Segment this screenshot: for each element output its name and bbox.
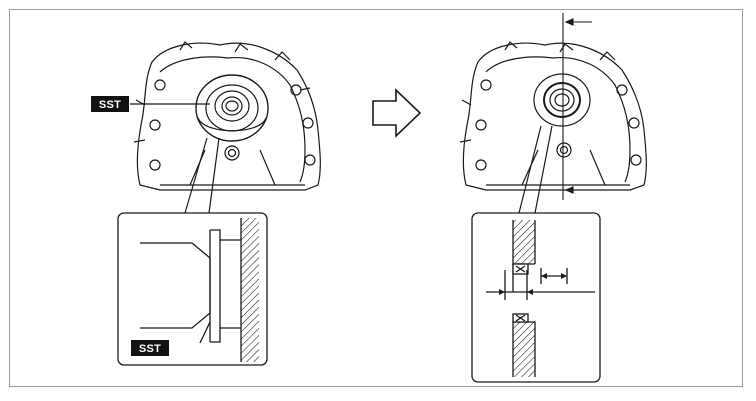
arrow-right-outline-icon [372,88,422,138]
figure-frame [9,9,743,387]
right-reference-line [562,13,592,200]
sst-label-bottom: SST [131,340,169,356]
sst-label-top-text: SST [99,99,121,111]
left-engine-cover [130,41,321,191]
right-engine-cover [459,41,647,191]
right-dimension-arrowheads [499,273,567,295]
right-leader-lines [518,125,553,214]
sst-label-top: SST [91,96,129,112]
sst-label-bottom-text: SST [139,343,161,355]
right-detail-box [471,212,601,383]
left-leader-lines [184,137,220,214]
left-detail-box [117,212,268,366]
